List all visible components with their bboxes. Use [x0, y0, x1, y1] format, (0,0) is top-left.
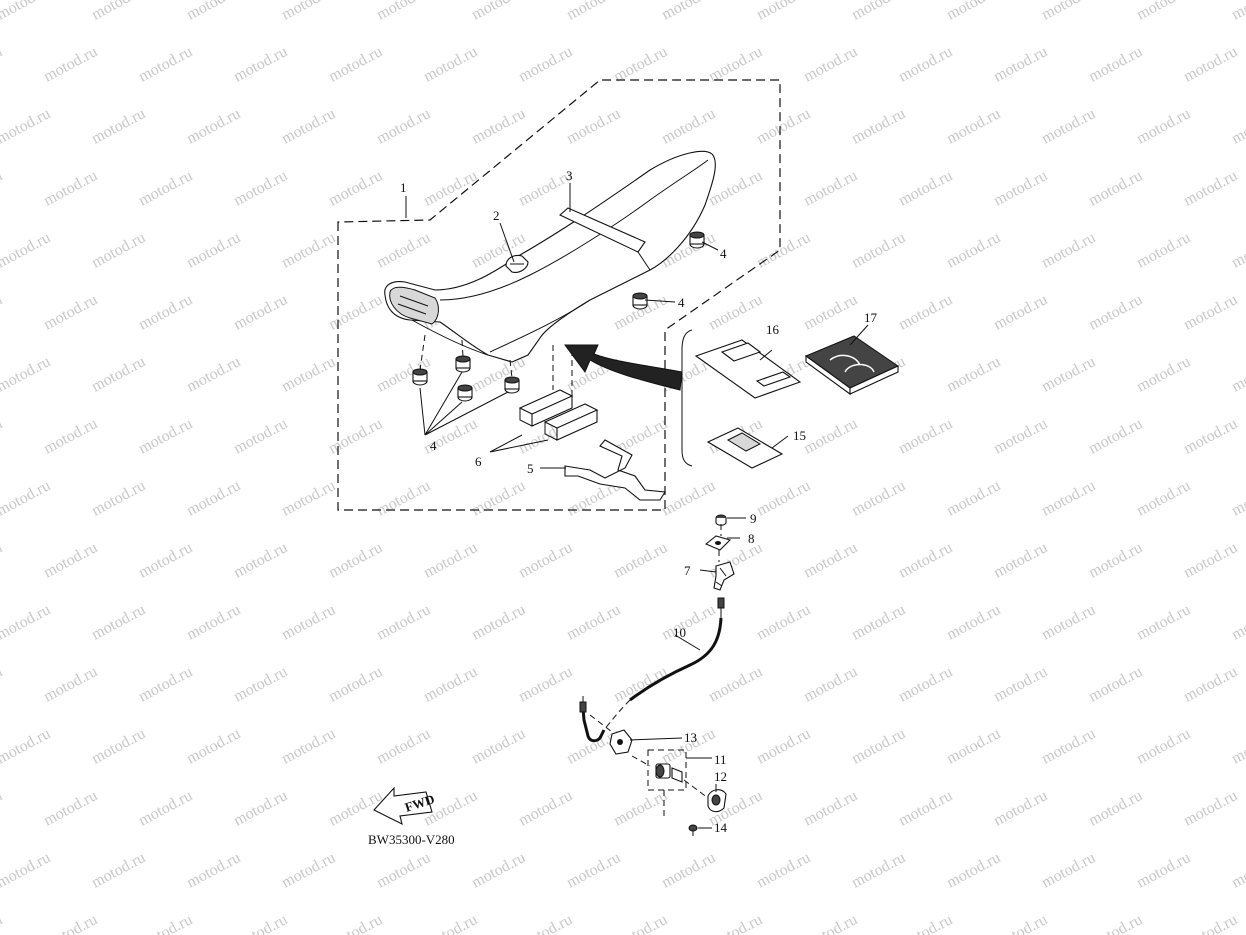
callout-10: 10 — [673, 625, 686, 640]
callout-2: 2 — [493, 208, 500, 223]
seat-lower-edge — [411, 319, 489, 356]
forward-direction-indicator: FWD — [373, 786, 436, 826]
seat-dampers[interactable] — [412, 231, 705, 402]
diagram-code: BW35300-V280 — [368, 832, 455, 847]
callouts: 1 2 3 4 4 4 5 6 7 8 9 10 11 12 13 14 15 … — [400, 168, 878, 835]
seat-rear-cavity-detail — [397, 295, 429, 315]
callout-8: 8 — [748, 531, 755, 546]
callout-4-left: 4 — [430, 438, 437, 453]
callout-17: 17 — [864, 310, 878, 325]
seat-lock-assy[interactable] — [655, 763, 683, 783]
label-sheet[interactable] — [706, 427, 784, 469]
seat-lock-cable[interactable] — [579, 597, 725, 743]
owners-manual[interactable] — [804, 335, 900, 396]
lock-bracket[interactable] — [609, 729, 633, 755]
lock-cover[interactable] — [707, 789, 727, 813]
lock-assembly-boundary — [647, 749, 687, 791]
callout-12: 12 — [714, 769, 727, 784]
seat-assembly-boundary — [337, 79, 781, 511]
seat-top-contour — [439, 159, 709, 301]
seat-base-outline — [384, 150, 716, 363]
fastener-axis — [718, 524, 722, 562]
callout-4-rear: 4 — [720, 246, 727, 261]
washer[interactable] — [704, 535, 732, 551]
seat-assy[interactable] — [384, 150, 716, 363]
seat-band — [559, 207, 646, 253]
document-set-bracket — [681, 329, 693, 467]
damper-right-rear — [689, 231, 705, 249]
callout-15: 15 — [793, 428, 806, 443]
callout-9: 9 — [750, 511, 757, 526]
document-holder[interactable] — [694, 339, 802, 399]
damper-right-front — [632, 292, 648, 310]
seat-bracket[interactable] — [564, 439, 666, 501]
callout-13: 13 — [684, 730, 697, 745]
callout-6: 6 — [475, 454, 482, 469]
install-direction-arrow — [564, 344, 683, 391]
callout-16: 16 — [766, 322, 780, 337]
callout-1: 1 — [400, 180, 407, 195]
seat-pads[interactable] — [518, 345, 599, 441]
fwd-arrow-icon — [373, 786, 433, 826]
callout-4-front: 4 — [678, 295, 685, 310]
callout-3: 3 — [566, 168, 573, 183]
seat-side-contour — [489, 299, 591, 353]
damper-left-2 — [455, 355, 471, 373]
damper-mount-lines — [419, 334, 513, 379]
leader-lines — [405, 183, 869, 829]
damper-left-4 — [504, 376, 520, 394]
damper-left-1 — [412, 368, 428, 386]
callout-7: 7 — [684, 563, 691, 578]
screw[interactable] — [688, 824, 698, 836]
callout-11: 11 — [714, 752, 727, 767]
callout-14: 14 — [714, 820, 728, 835]
seat-band-drop — [637, 251, 651, 271]
callout-5: 5 — [527, 461, 534, 476]
nut[interactable] — [715, 514, 727, 526]
cable-holder[interactable] — [713, 561, 735, 591]
lock-axis — [631, 755, 709, 818]
pad-mount-lines — [552, 345, 573, 400]
damper-left-3 — [457, 384, 473, 402]
